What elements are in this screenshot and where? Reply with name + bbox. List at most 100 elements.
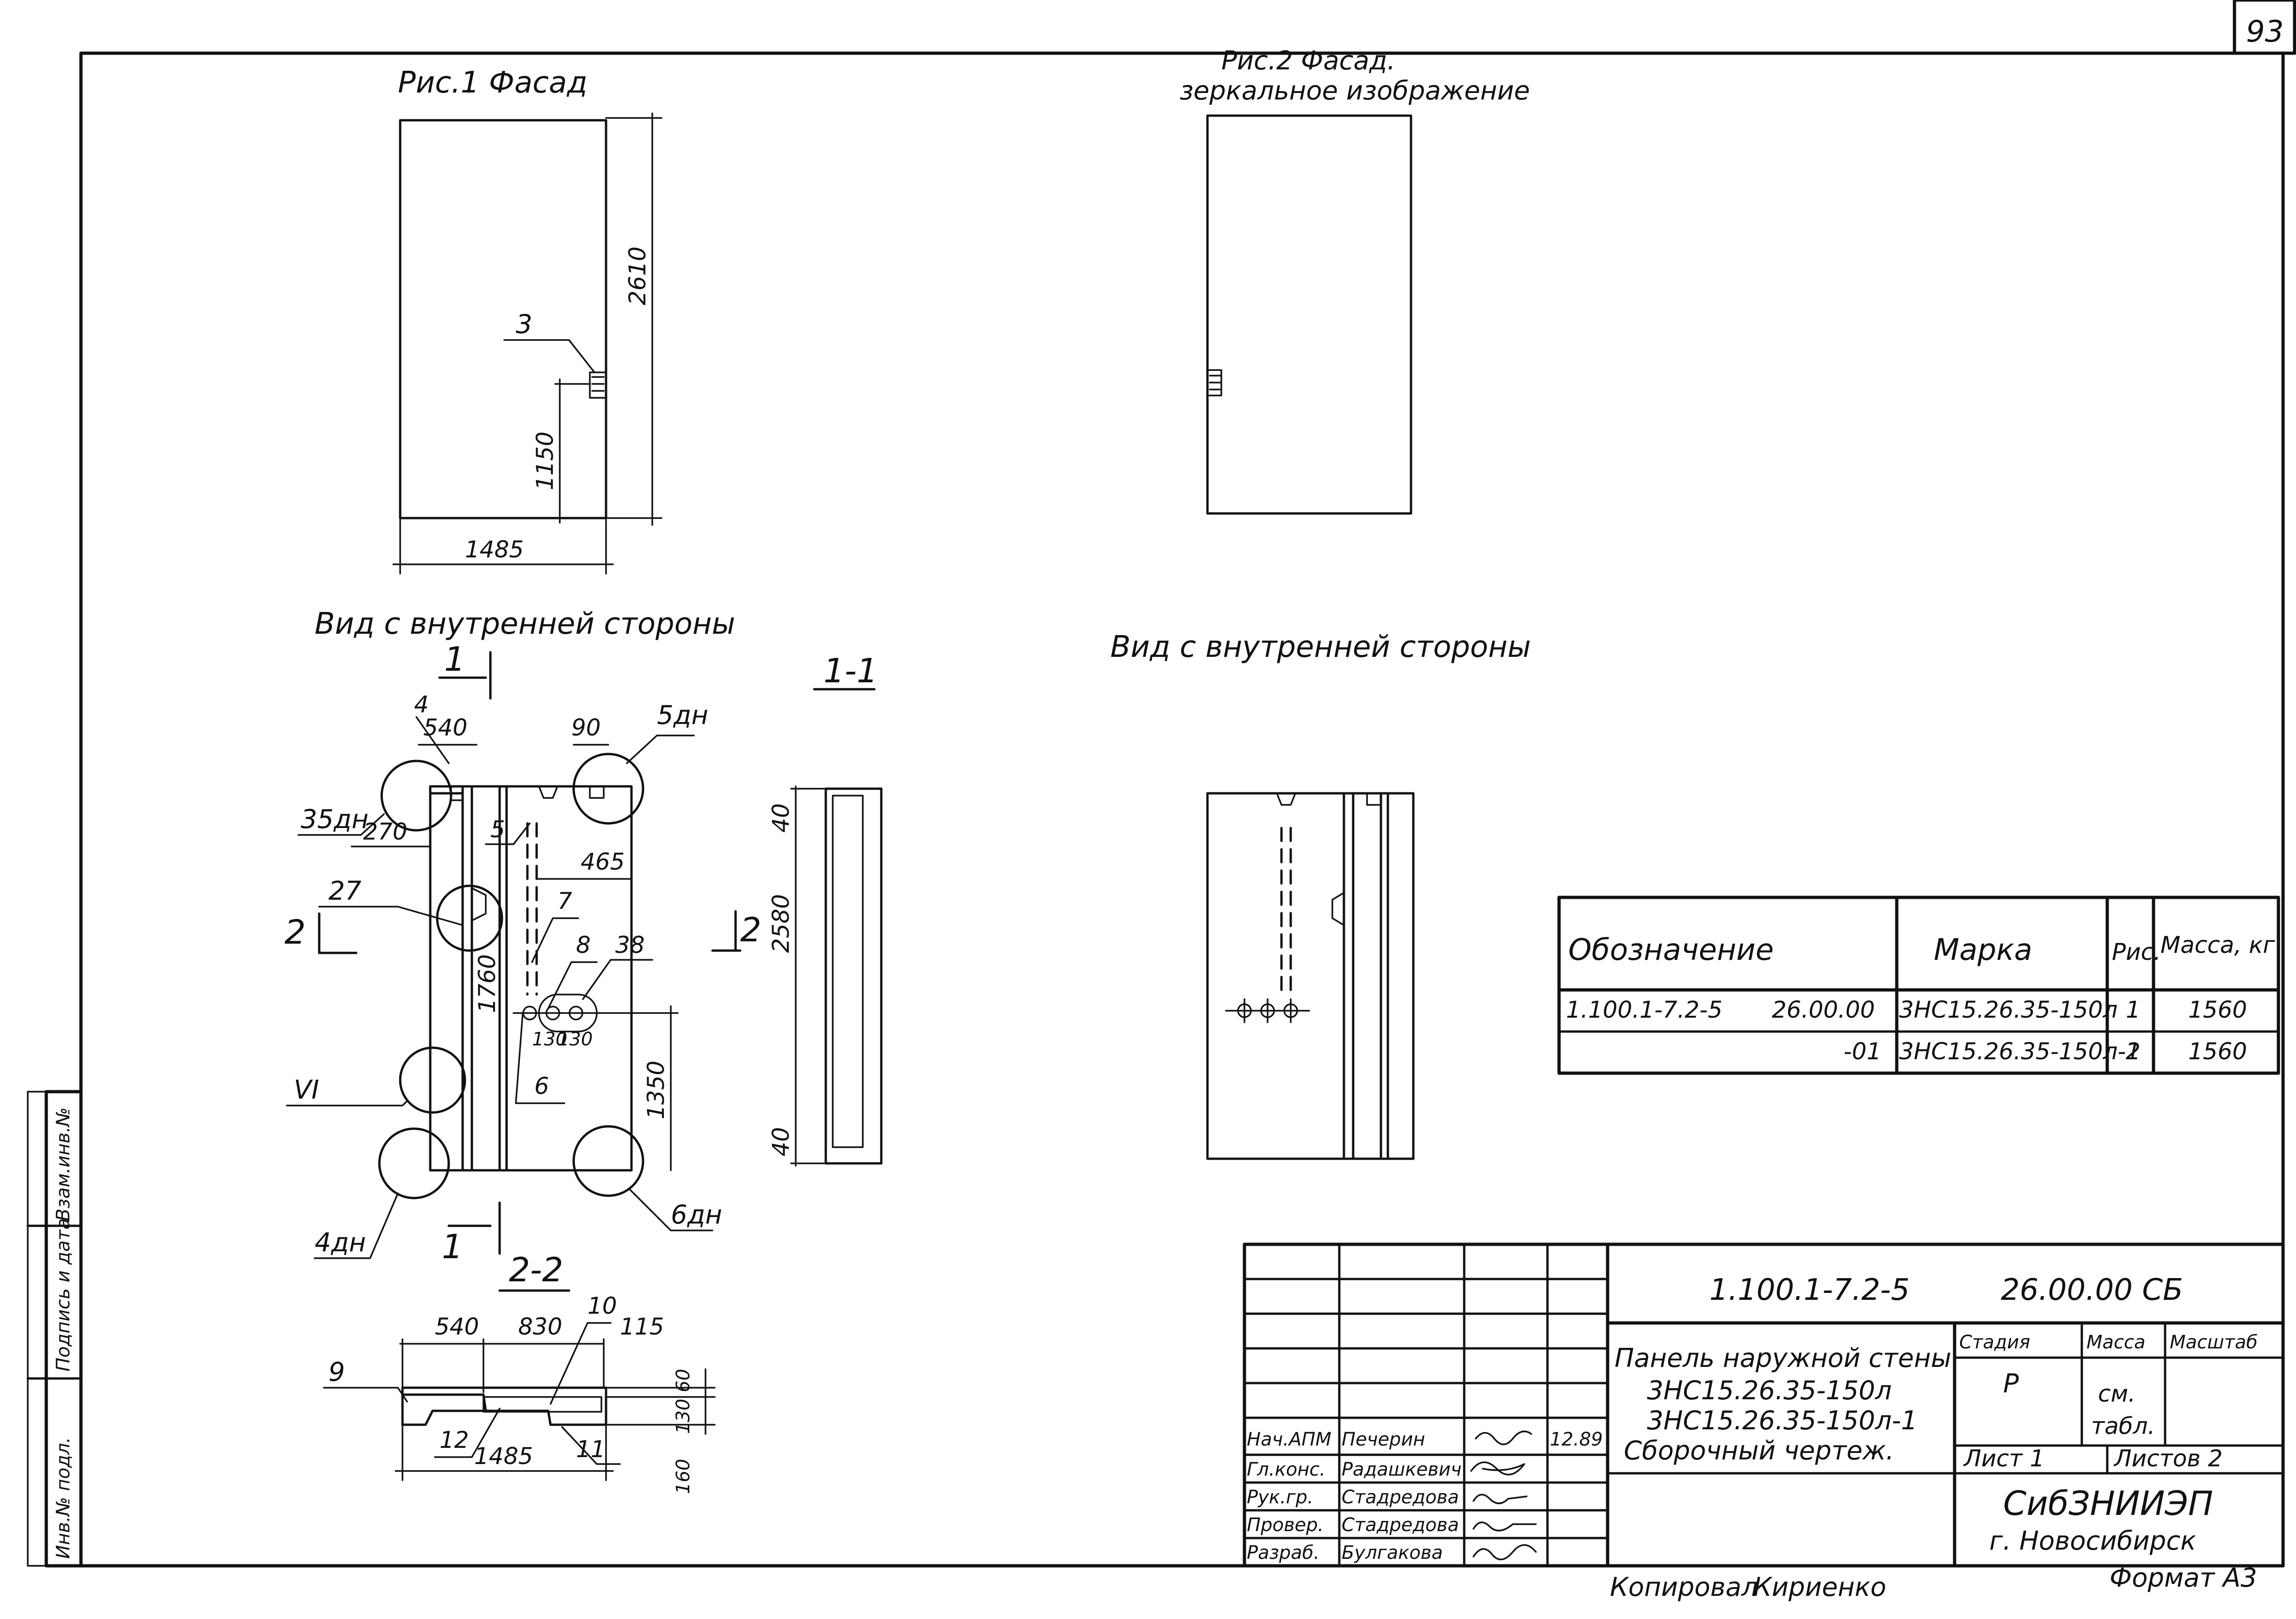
side-stamp: Инв.№ подл. Подпись и дата Взам.инв.№ xyxy=(26,1090,83,1568)
stamp-replace-label: Взам.инв.№ xyxy=(53,1107,74,1221)
inner-view-right: Вид с внутренней стороны xyxy=(1110,630,1531,1160)
fig2-subtitle: зеркальное изображение xyxy=(1180,76,1530,106)
dim-465: 465 xyxy=(581,848,625,875)
sec22-callout-12: 12 xyxy=(439,1427,469,1453)
title-block: 1.100.1-7.2-5 26.00.00 СБ Панель наружно… xyxy=(1243,1242,2285,1568)
title-sheets-label: Листов 2 xyxy=(2113,1445,2222,1472)
person-role-3: Провер. xyxy=(1247,1514,1324,1536)
spec-row1-designation: 1.100.1-7.2-5 xyxy=(1566,996,1722,1023)
sec22-dim-130: 130 xyxy=(673,1399,694,1434)
signature-0 xyxy=(1475,1430,1532,1446)
node-label-4: 4дн xyxy=(315,1228,366,1258)
dim-90: 90 xyxy=(571,714,601,741)
title-stage-label: Стадия xyxy=(1959,1332,2030,1353)
sec22-callout-11: 11 xyxy=(576,1436,606,1463)
signature-1 xyxy=(1470,1461,1525,1476)
node-circle-35 xyxy=(380,760,452,832)
title-doc-code: 1.100.1-7.2-5 xyxy=(1709,1273,1910,1307)
node-label-5: 5дн xyxy=(657,700,708,730)
spec-header-mass: Масса, кг xyxy=(2160,932,2275,958)
sec22-dim-1485: 1485 xyxy=(474,1443,533,1470)
inner-view-left-title: Вид с внутренней стороны xyxy=(315,607,735,641)
fig1-dim-height: 2610 xyxy=(624,247,651,305)
spec-row2-fig: 2 xyxy=(2126,1038,2141,1065)
sec11-dim-bottom: 40 xyxy=(767,1127,794,1156)
sec22-dim-830: 830 xyxy=(518,1313,562,1340)
inner-view-left: Вид с внутренней стороны 1 540 90 xyxy=(285,607,735,1266)
title-org-line2: г. Новосибирск xyxy=(1989,1526,2196,1556)
section-mark-2-left: 2 xyxy=(285,913,306,952)
person-role-2: Рук.гр. xyxy=(1247,1487,1313,1508)
spec-row1-code: 26.00.00 xyxy=(1772,996,1875,1023)
node-circle-5 xyxy=(572,753,644,825)
node-circle-VI xyxy=(399,1046,466,1114)
person-date-0: 12.89 xyxy=(1550,1429,1603,1450)
person-role-1: Гл.конс. xyxy=(1247,1459,1325,1480)
insulation-hatch xyxy=(832,795,864,1148)
title-stage-value: Р xyxy=(2003,1369,2019,1399)
person-role-4: Разраб. xyxy=(1247,1542,1319,1563)
sec11-dim-mid: 2580 xyxy=(767,894,794,953)
title-sheet-label: Лист 1 xyxy=(1963,1445,2044,1472)
fig1-callout-3: 3 xyxy=(516,309,532,340)
section-mark-1-top: 1 xyxy=(444,640,465,679)
spec-row1-fig: 1 xyxy=(2126,996,2141,1023)
node-circle-27 xyxy=(436,884,503,952)
footer-format: Формат А3 xyxy=(2110,1563,2257,1593)
sec11-dim-top: 40 xyxy=(767,803,794,833)
sec22-dim-115: 115 xyxy=(620,1313,664,1340)
sheet-number: 93 xyxy=(2246,15,2284,49)
spec-row2-code: -01 xyxy=(1844,1038,1881,1065)
sheet-frame: 93 xyxy=(79,0,2296,1568)
callout-27: 27 xyxy=(328,876,362,906)
title-mass-label: Масса xyxy=(2086,1332,2146,1353)
title-mass-value-1: см. xyxy=(2098,1380,2135,1407)
person-name-0: Печерин xyxy=(1342,1429,1425,1450)
dim-130a: 130 xyxy=(532,1029,567,1050)
section-2-2: 2-2 540 830 115 60 130 160 1485 9 10 11 … xyxy=(323,1250,716,1494)
node-circle-6 xyxy=(572,1125,644,1197)
person-name-1: Радашкевич xyxy=(1342,1459,1461,1480)
spec-row1-mass: 1560 xyxy=(2188,996,2247,1023)
signature-2 xyxy=(1473,1494,1528,1504)
sec22-dim-60: 60 xyxy=(673,1369,694,1392)
title-name-line1: Панель наружной стены xyxy=(1615,1343,1951,1373)
callout-4: 4 xyxy=(414,691,429,718)
title-name-line2: 3НС15.26.35-150л xyxy=(1647,1376,1892,1406)
spec-row2-mark: 3НС15.26.35-150л-1 xyxy=(1899,1038,2141,1065)
fig1-facade: Рис.1 Фасад 2610 1485 1150 3 xyxy=(392,66,662,575)
dim-130b: 130 xyxy=(557,1029,593,1050)
stamp-inv-label: Инв.№ подл. xyxy=(53,1437,74,1559)
section-2-2-title: 2-2 xyxy=(509,1250,563,1289)
spec-header-designation: Обозначение xyxy=(1568,933,1774,967)
stamp-sign-label: Подпись и дата xyxy=(53,1218,74,1372)
sec22-callout-10: 10 xyxy=(588,1292,617,1319)
spec-row2-mass: 1560 xyxy=(2188,1038,2247,1065)
person-name-2: Стадредова xyxy=(1342,1487,1459,1508)
spec-row1-mark: 3НС15.26.35-150л xyxy=(1899,996,2117,1023)
callout-7: 7 xyxy=(557,888,572,915)
person-name-4: Булгакова xyxy=(1342,1542,1443,1563)
sec22-callout-9: 9 xyxy=(328,1357,345,1387)
spec-header-fig: Рис. xyxy=(2112,939,2161,965)
fig2-title: Рис.2 Фасад. xyxy=(1221,46,1395,76)
footer-copier: Кириенко xyxy=(1753,1572,1886,1602)
section-mark-2-right: 2 xyxy=(740,910,761,949)
callout-5: 5 xyxy=(490,816,505,843)
node-label-VI: VI xyxy=(294,1075,319,1105)
fig1-title: Рис.1 Фасад xyxy=(398,66,588,100)
fig1-dim-1150: 1150 xyxy=(532,432,558,490)
dim-1350: 1350 xyxy=(643,1061,669,1119)
person-name-3: Стадредова xyxy=(1342,1514,1459,1536)
callout-8: 8 xyxy=(576,932,591,958)
title-name-line4: Сборочный чертеж. xyxy=(1624,1436,1894,1466)
spec-header-mark: Марка xyxy=(1934,933,2032,967)
footer: Копировал Кириенко Формат А3 xyxy=(1610,1563,2257,1602)
fig2-facade: Рис.2 Фасад. зеркальное изображение xyxy=(1180,46,1530,515)
sec22-dim-540: 540 xyxy=(435,1313,479,1340)
title-org-line1: СибЗНИИЭП xyxy=(2003,1484,2213,1523)
node-label-6: 6дн xyxy=(671,1200,722,1230)
section-mark-1-bottom: 1 xyxy=(442,1227,463,1266)
spec-table: Обозначение Марка Рис. Масса, кг 1.100.1… xyxy=(1557,896,2280,1075)
